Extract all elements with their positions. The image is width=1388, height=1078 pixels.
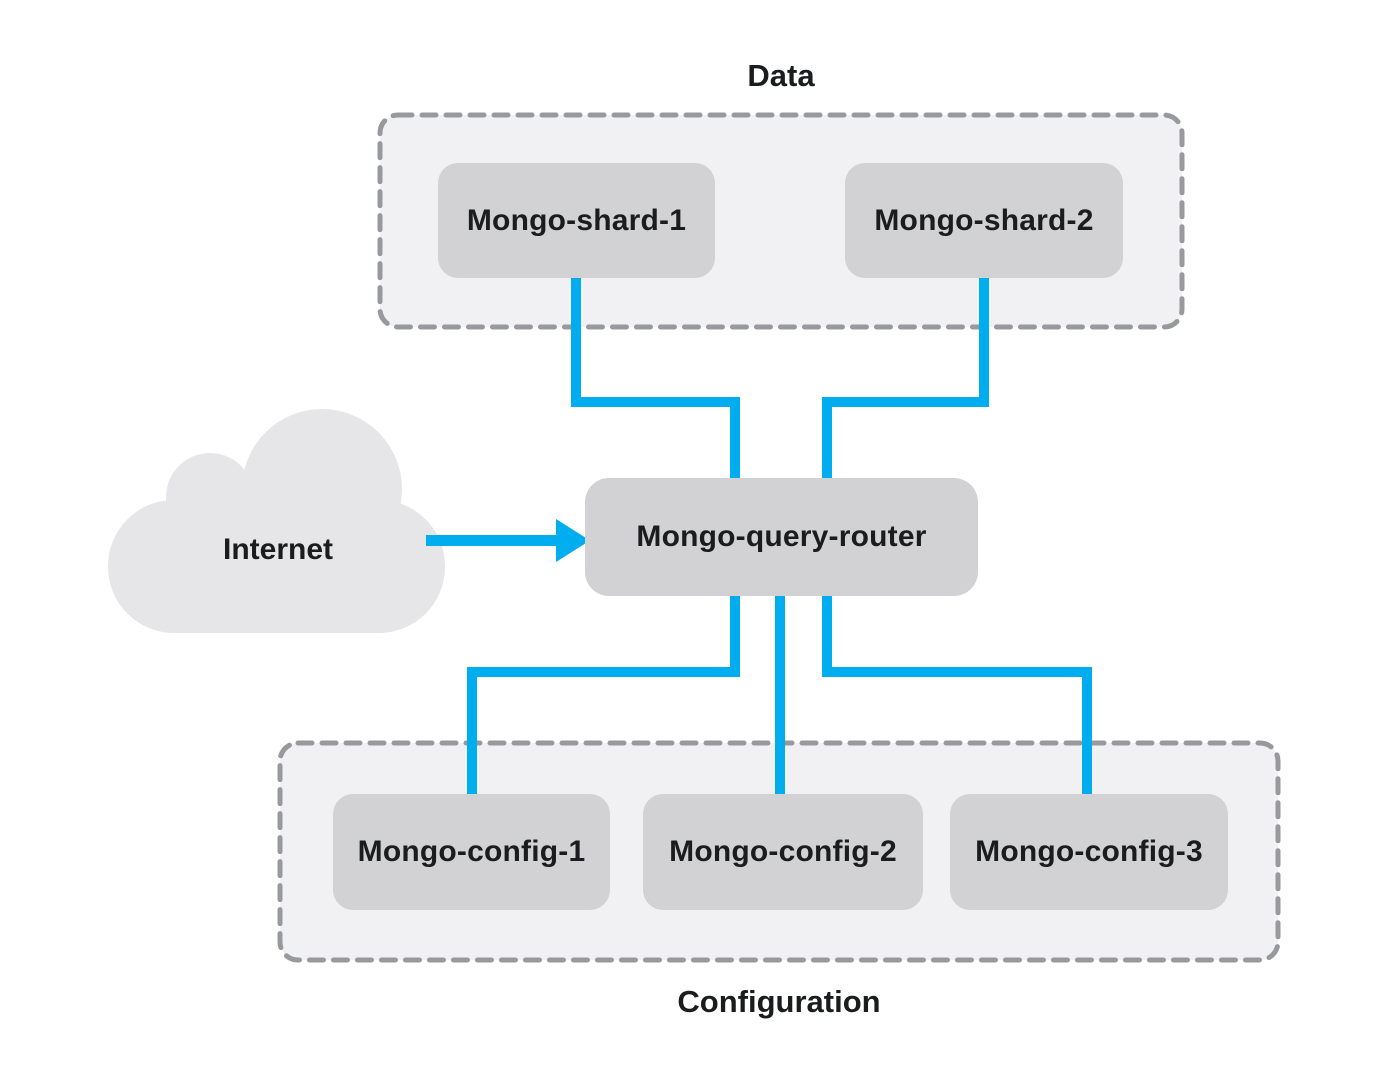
edge-shard2-router [822, 276, 989, 480]
node-mongo-config-3: Mongo-config-3 [950, 794, 1228, 910]
edge-router-config3 [822, 594, 1092, 796]
node-mongo-config-1: Mongo-config-1 [333, 794, 610, 910]
edge-router-config1 [467, 594, 740, 796]
data-group-label: Data [747, 58, 815, 93]
edge-internet-router-arrow [426, 519, 590, 562]
configuration-group-label: Configuration [677, 984, 881, 1019]
internet-cloud-icon [108, 409, 445, 633]
node-mongo-shard-1: Mongo-shard-1 [438, 163, 715, 278]
node-mongo-query-router: Mongo-query-router [585, 478, 978, 596]
node-mongo-shard-2: Mongo-shard-2 [845, 163, 1123, 278]
edge-shard1-router [571, 276, 740, 480]
node-mongo-config-2: Mongo-config-2 [643, 794, 923, 910]
internet-label: Internet [222, 533, 333, 566]
